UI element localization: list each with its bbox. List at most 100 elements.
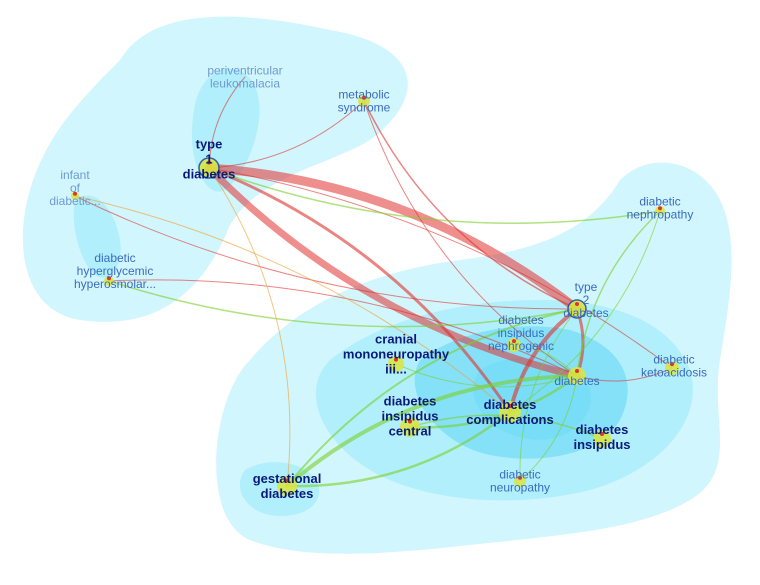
- node-label-complications-line-1: complications: [466, 412, 553, 427]
- node-label-cranial-line-0: cranial: [375, 332, 417, 347]
- node-label-metabolic-line-1: syndrome: [338, 101, 391, 115]
- node-label-di_nephrogenic-line-2: nephrogenic: [488, 339, 554, 353]
- node-circle-metabolic[interactable]: [358, 95, 370, 107]
- node-circle-di[interactable]: [593, 430, 611, 448]
- edge-type1-complications: [207, 166, 512, 414]
- node-label-cranial-line-1: mononeuropathy: [343, 347, 450, 362]
- node-label-infant-line-2: diabetic...: [49, 194, 100, 208]
- node-circle-ketoacidosis[interactable]: [665, 361, 679, 375]
- node-diabetes[interactable]: diabetes: [554, 367, 600, 388]
- node-circle-complications[interactable]: [499, 401, 521, 423]
- node-label-complications-line-0: diabetes: [484, 397, 537, 412]
- node-label-cranial-line-2: iii...: [385, 362, 407, 377]
- node-anchor-type1: [207, 160, 211, 165]
- node-circle-hyperglycemic[interactable]: [104, 276, 114, 286]
- node-circle-infant[interactable]: [71, 192, 79, 200]
- node-hyperglycemic[interactable]: diabetichyperglycemichyperosmolar...: [74, 251, 156, 291]
- node-label-gestational-line-1: diabetes: [261, 486, 314, 501]
- node-label-hyperglycemic-line-0: diabetic: [94, 251, 135, 265]
- node-label-type2-line-0: type: [575, 280, 598, 294]
- edge-metabolic-type1: [208, 100, 365, 169]
- edge-di_central-diabetes: [408, 374, 579, 429]
- node-anchor-neuropathy: [518, 475, 522, 480]
- edge-gestational-complications: [285, 410, 512, 488]
- node-circle-type2[interactable]: [567, 299, 587, 319]
- node-circle-neuropathy[interactable]: [514, 475, 526, 487]
- node-label-infant-line-0: infant: [60, 168, 90, 182]
- edge-neuropathy-type2: [519, 308, 578, 482]
- node-anchor-infant: [73, 191, 77, 196]
- node-label-di_nephrogenic-line-0: diabetes: [498, 313, 543, 327]
- edge-metabolic-type2: [363, 100, 578, 310]
- edge-type2-complications: [508, 307, 579, 414]
- edge-ketoacidosis-type1: [208, 167, 673, 369]
- node-label-metabolic-line-0: metabolic: [338, 88, 389, 102]
- edge-type1-nephropathy: [208, 167, 661, 224]
- node-anchor-cranial: [394, 357, 398, 362]
- node-label-nephropathy-line-0: diabetic: [639, 195, 680, 209]
- edge-periventricular-type1: [208, 76, 246, 169]
- node-circle-gestational[interactable]: [277, 476, 297, 496]
- node-anchor-complications: [508, 403, 512, 408]
- edge-cranial-diabetes: [395, 363, 578, 388]
- node-label-ketoacidosis-line-1: ketoacidosis: [641, 366, 707, 380]
- node-circle-cranial[interactable]: [388, 356, 404, 372]
- node-circle-diabetes[interactable]: [568, 367, 586, 385]
- node-anchor-diabetes: [575, 369, 579, 374]
- node-label-di-line-1: insipidus: [573, 437, 630, 452]
- edge-nephropathy-complications: [509, 210, 661, 413]
- node-anchor-di: [600, 432, 604, 437]
- node-label-type1-line-2: diabetes: [183, 167, 236, 182]
- edge-type1-diabetes: [205, 164, 581, 380]
- node-label-di_nephrogenic-line-1: insipidus: [498, 326, 545, 340]
- node-label-ketoacidosis-line-0: diabetic: [653, 353, 694, 367]
- node-anchor-di_central: [408, 419, 412, 424]
- node-anchor-ketoacidosis: [670, 362, 674, 367]
- edge-type1-gestational: [208, 167, 291, 487]
- node-anchor-type2: [575, 302, 579, 307]
- node-anchor-gestational: [285, 478, 289, 483]
- edges-layer: [74, 76, 673, 488]
- density-region-infant: [73, 195, 121, 278]
- node-label-periventricular-line-1: leukomalacia: [210, 77, 280, 91]
- node-label-di_central-line-0: diabetes: [384, 394, 437, 409]
- node-circle-di_central[interactable]: [400, 417, 420, 437]
- edge-type1-type2: [204, 163, 582, 314]
- edge-gestational-diabetes: [285, 374, 579, 488]
- node-circle-type1[interactable]: [198, 157, 220, 179]
- node-anchor-di_nephrogenic: [512, 339, 516, 344]
- node-label-di-line-0: diabetes: [576, 422, 629, 437]
- edge-infant-type2: [74, 195, 578, 310]
- node-circle-di_nephrogenic[interactable]: [507, 338, 521, 352]
- node-cranial[interactable]: cranialmononeuropathyiii...: [343, 332, 450, 377]
- node-anchor-hyperglycemic: [107, 276, 111, 281]
- node-infant[interactable]: infantofdiabetic...: [49, 168, 100, 208]
- edge-hyperglycemic-type2: [108, 280, 578, 328]
- node-label-nephropathy-line-1: nephropathy: [627, 208, 694, 222]
- node-label-periventricular-line-0: periventricular: [207, 64, 282, 78]
- node-label-infant-line-1: of: [70, 181, 81, 195]
- node-label-hyperglycemic-line-2: hyperosmolar...: [74, 277, 156, 291]
- edge-neuropathy-diabetes: [519, 375, 578, 482]
- node-circle-nephropathy[interactable]: [655, 206, 665, 216]
- node-label-type2-line-2: diabetes: [563, 306, 608, 320]
- node-label-type1-line-0: type: [196, 137, 223, 152]
- edge-metabolic-diabetes: [363, 100, 578, 377]
- node-anchor-metabolic: [362, 95, 366, 100]
- node-label-type1-line-1: 1: [205, 152, 212, 167]
- edge-infant-complications: [74, 195, 511, 413]
